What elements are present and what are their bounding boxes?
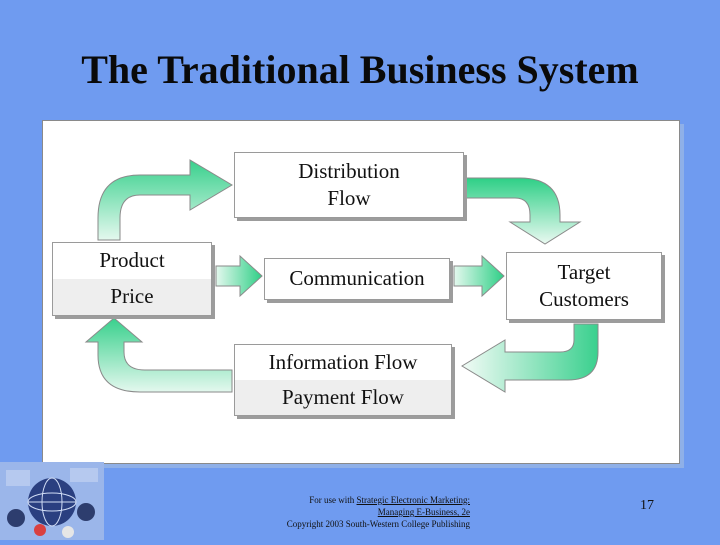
distribution-flow-box: Distribution Flow xyxy=(234,152,464,218)
payment-flow-label: Payment Flow xyxy=(235,380,451,415)
arrow-target-to-information xyxy=(461,323,599,393)
page-number: 17 xyxy=(640,498,654,513)
information-flow-label: Information Flow xyxy=(268,349,418,374)
arrow-distribution-to-target xyxy=(464,177,582,245)
information-payment-box: Information Flow Payment Flow xyxy=(234,344,452,416)
publisher-logo xyxy=(0,462,104,540)
book-title-link[interactable]: Strategic Electronic Marketing: xyxy=(356,495,470,505)
slide-title: The Traditional Business System xyxy=(81,47,639,92)
arrow-product-to-distribution xyxy=(97,159,233,241)
communication-label: Communication xyxy=(289,266,425,291)
customers-label: Customers xyxy=(539,287,629,311)
price-label: Price xyxy=(53,279,211,315)
arrow-information-to-product xyxy=(84,317,233,393)
product-label: Product xyxy=(99,248,165,273)
footer-prefix: For use with xyxy=(309,495,357,505)
communication-box: Communication xyxy=(264,258,450,300)
target-label: Target xyxy=(557,259,611,284)
flow-label: Flow xyxy=(327,186,371,210)
arrow-product-to-communication xyxy=(215,254,263,298)
arrow-communication-to-target xyxy=(453,254,505,298)
product-price-box: Product Price xyxy=(52,242,212,316)
book-subtitle: Managing E-Business, 2e xyxy=(377,507,470,518)
target-customers-box: Target Customers xyxy=(506,252,662,320)
globe-icon xyxy=(0,462,104,540)
copyright-note: For use with Strategic Electronic Market… xyxy=(248,494,470,530)
copyright-text: Copyright 2003 South-Western College Pub… xyxy=(286,519,470,530)
distribution-label: Distribution xyxy=(298,158,400,183)
